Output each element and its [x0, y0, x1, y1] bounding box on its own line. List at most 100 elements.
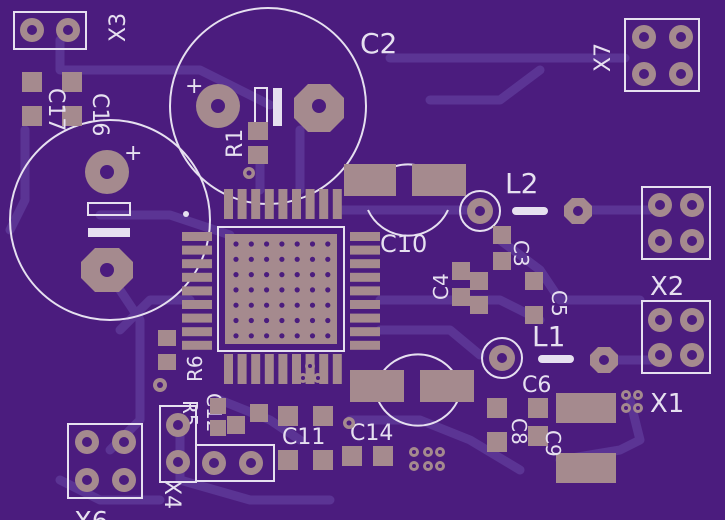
- qfn-pad-top: [224, 189, 233, 219]
- c16-pad-1: [62, 72, 82, 92]
- thermal-via: [248, 272, 254, 278]
- thermal-via: [325, 333, 331, 339]
- qfn-pad-right: [350, 300, 380, 309]
- c6-label: C6: [522, 373, 551, 398]
- c2-plus-sign: +: [185, 74, 203, 99]
- thermal-via: [248, 333, 254, 339]
- thermal-via: [325, 287, 331, 293]
- thermal-via: [264, 302, 270, 308]
- thermal-via: [233, 287, 239, 293]
- c4-pad-2: [452, 288, 470, 306]
- c14-pad-2: [420, 370, 474, 402]
- thermal-via: [279, 241, 285, 247]
- c11-pad-2: [278, 450, 298, 470]
- c16-label: C16: [87, 93, 112, 136]
- c6-pad-1: [528, 398, 548, 418]
- thermal-via: [248, 302, 254, 308]
- c11b-pad-2: [313, 450, 333, 470]
- qfn-pad-top: [264, 189, 274, 219]
- x7-header: X7: [591, 18, 700, 92]
- thermal-via: [309, 333, 316, 339]
- c10-label: C10: [380, 230, 427, 258]
- r6-label: R6: [183, 355, 207, 382]
- c2-label: C2: [360, 27, 397, 60]
- qfn-pad-bottom: [237, 354, 247, 384]
- c12-pad-2: [250, 404, 268, 422]
- r1-label: R1: [223, 129, 248, 158]
- qfn-ic: [182, 189, 380, 384]
- thermal-via: [325, 256, 331, 262]
- qfn-pad-top: [319, 189, 329, 219]
- c5b-pad-2: [470, 296, 488, 314]
- qfn-pad-top: [305, 189, 315, 219]
- thermal-via: [233, 317, 239, 324]
- thermal-via: [309, 317, 316, 324]
- qfn-pad-left: [182, 286, 212, 296]
- c17-pad-1: [22, 72, 42, 92]
- c2-capacitor: + C2: [169, 7, 397, 205]
- c16-capacitor: + C16: [9, 93, 211, 321]
- c10-pad-2: [412, 164, 466, 196]
- qfn-pad-right: [350, 245, 380, 255]
- r5-pad-2: [210, 420, 226, 436]
- thermal-via: [294, 272, 300, 278]
- thermal-via: [279, 256, 285, 262]
- x4-header: X4: [159, 405, 275, 509]
- qfn-pad-right: [350, 313, 380, 323]
- thermal-via: [294, 302, 300, 308]
- pin1-marker: [183, 211, 189, 217]
- qfn-pad-left: [182, 232, 212, 241]
- qfn-pad-left: [182, 327, 212, 337]
- c14-small-pad-1: [342, 446, 362, 466]
- c14-component: C14: [342, 353, 474, 466]
- c3-pad-1: [493, 226, 511, 244]
- l2-label: L2: [505, 167, 538, 200]
- x3-header: X3: [13, 11, 131, 50]
- thermal-via: [279, 272, 285, 278]
- x2-header: X2: [641, 186, 711, 302]
- thermal-via: [264, 241, 270, 247]
- c5-label: C5: [547, 290, 571, 317]
- thermal-via: [279, 302, 285, 308]
- c8-pad-2: [487, 432, 507, 452]
- c6-pads: C6 C8: [487, 373, 551, 452]
- l1-label: L1: [532, 320, 565, 353]
- thermal-via: [264, 272, 270, 278]
- c3-pad-2: [493, 252, 511, 270]
- thermal-via: [233, 302, 239, 308]
- x2-label: X2: [650, 272, 684, 302]
- c5-pad-1: [525, 272, 543, 290]
- qfn-pad-right: [350, 286, 380, 296]
- qfn-pad-bottom: [332, 354, 342, 384]
- qfn-pad-bottom: [264, 354, 274, 384]
- qfn-pad-top: [278, 189, 288, 219]
- c11-label: C11: [282, 425, 325, 450]
- qfn-pad-top: [332, 189, 342, 219]
- qfn-pad-right: [350, 340, 380, 350]
- thermal-via: [264, 317, 270, 324]
- qfn-pad-left: [182, 313, 212, 323]
- c9-pad-1: [556, 393, 616, 423]
- thermal-via: [233, 272, 239, 278]
- x7-label: X7: [591, 43, 616, 72]
- c9-label: C9: [541, 430, 565, 457]
- c8-pad-1: [487, 398, 507, 418]
- thermal-via: [248, 241, 254, 247]
- c14-label: C14: [350, 421, 393, 446]
- via-holes: [157, 170, 640, 468]
- c8-label: C8: [507, 418, 531, 445]
- c9-pad-2: [556, 453, 616, 483]
- qfn-pad-right: [350, 272, 380, 282]
- thermal-via: [294, 256, 300, 262]
- r1-pad-1: [248, 122, 268, 140]
- qfn-pad-right: [350, 259, 380, 269]
- qfn-pad-bottom: [278, 354, 288, 384]
- c3-c4-c5-pads: C3 C4 C5: [429, 226, 571, 324]
- c10-component: C10: [344, 163, 466, 258]
- c12-pad-1: [227, 416, 245, 434]
- c17-pad-2: [22, 106, 42, 126]
- thermal-via: [248, 256, 254, 262]
- qfn-pad-top: [292, 189, 301, 219]
- c17-label: C17: [43, 88, 68, 131]
